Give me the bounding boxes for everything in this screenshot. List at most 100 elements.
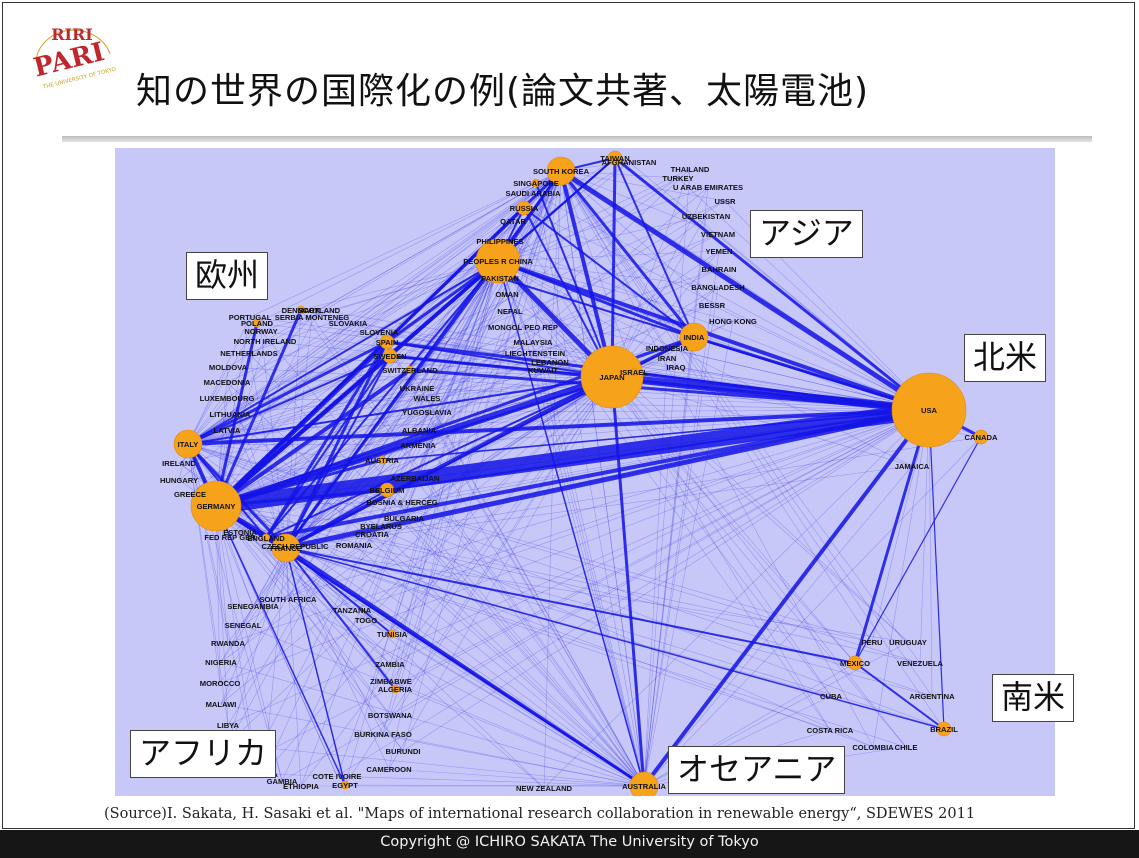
footer-bar: Copyright @ ICHIRO SAKATA The University… (0, 830, 1139, 858)
node-label-libya: LIBYA (217, 721, 240, 730)
node-label-bosnia-herceg: BOSNIA & HERCEG (366, 498, 438, 507)
node-mexico (847, 655, 863, 671)
edge-usa-brazil (928, 409, 945, 730)
background-edge (365, 376, 613, 621)
node-france (271, 533, 301, 563)
background-edge (382, 733, 645, 787)
node-label-bessr: BESSR (699, 301, 726, 310)
node-label-slovenia: SLOVENIA (360, 328, 399, 337)
background-edge (532, 170, 562, 343)
background-edge (643, 286, 719, 787)
background-edge (643, 357, 668, 787)
background-edge (187, 322, 258, 445)
background-edge (229, 376, 613, 415)
background-edge (389, 170, 562, 716)
node-label-mongol-peo-rep: MONGOL PEO REP (488, 323, 558, 332)
node-label-singapore: SINGAPORE (513, 179, 559, 188)
node-label-mexico: MEXICO (840, 659, 870, 668)
background-edge (227, 409, 930, 726)
node-label-ethiopia: ETHIOPIA (283, 782, 319, 791)
node-label-cameroon: CAMEROON (366, 765, 411, 774)
node-label-azerbaijan: AZERBAIJAN (391, 474, 440, 483)
background-edge (497, 260, 831, 731)
background-edge (300, 309, 613, 378)
node-singapore (531, 178, 541, 188)
node-label-india: INDIA (684, 333, 705, 342)
background-edge (242, 260, 499, 626)
node-label-cote-ivoire: COTE IVOIRE (313, 772, 362, 781)
background-edge (389, 409, 930, 665)
node-brazil (936, 721, 952, 737)
node-italy (173, 429, 203, 459)
background-edge (285, 547, 909, 643)
node-label-france: FRANCE (270, 544, 302, 553)
edge-usa-australia (642, 408, 931, 788)
background-edge (311, 316, 613, 378)
node-label-peru: PERU (861, 638, 883, 647)
node-peoples-r-china (475, 238, 521, 284)
edge-usa-austria (381, 409, 930, 461)
edge-usa-germany (208, 402, 937, 514)
node-label-ussr: USSR (714, 197, 736, 206)
node-label-scotland: SCOTLAND (298, 306, 341, 315)
background-edge (542, 369, 645, 787)
background-edge (416, 387, 930, 411)
node-label-argentina: ARGENTINA (909, 692, 955, 701)
node-label-belgium: BELGIUM (369, 486, 404, 495)
background-edge (256, 170, 562, 324)
node-label-morocco: MOROCCO (200, 679, 241, 688)
background-edge (281, 409, 930, 782)
background-edge (928, 409, 933, 697)
node-label-saudi-arabia: SAUDI ARABIA (506, 189, 562, 198)
node-spain (379, 334, 395, 350)
background-edge (187, 443, 221, 684)
background-edge (285, 293, 508, 549)
background-edge (285, 547, 302, 787)
node-label-nigeria: NIGERIA (205, 658, 237, 667)
background-edge (872, 409, 930, 748)
background-edge (543, 409, 930, 789)
edge-france-algeria (285, 547, 396, 690)
background-edge (220, 661, 645, 787)
background-edge (215, 505, 256, 759)
node-label-england: ENGLAND (247, 534, 285, 543)
node-label-new-zealand: NEW ZEALAND (516, 784, 573, 793)
node-label-cuba: CUBA (820, 692, 842, 701)
background-edge (215, 505, 391, 716)
background-edge (677, 177, 930, 411)
background-edge (389, 170, 562, 665)
node-canada (973, 429, 989, 445)
background-edge (560, 170, 679, 179)
node-label-austria: AUSTRIA (365, 456, 399, 465)
background-edge (285, 369, 544, 549)
background-edge (512, 220, 645, 787)
background-edge (497, 260, 832, 697)
background-edge (403, 376, 613, 519)
background-edge (263, 376, 613, 775)
background-edge (285, 436, 982, 549)
background-edge (226, 260, 499, 383)
node-label-canada: CANADA (965, 433, 998, 442)
edge-france-spain (284, 340, 389, 550)
background-edge (187, 340, 266, 445)
background-edge (509, 310, 930, 411)
background-edge (499, 240, 930, 411)
node-label-italy: ITALY (178, 440, 199, 449)
background-edge (388, 768, 645, 787)
node-label-albania: ALBANIA (402, 426, 437, 435)
region-label-asia: アジア (750, 210, 863, 258)
background-edge (311, 316, 645, 787)
edge-india-russia (523, 207, 695, 338)
background-edge (394, 409, 930, 690)
node-label-norway: NORWAY (244, 327, 277, 336)
edge-england-australia (265, 537, 645, 787)
background-edge (226, 170, 562, 399)
node-label-malaysia: MALAYSIA (514, 338, 553, 347)
background-edge (560, 170, 635, 373)
node-label-north-ireland: NORTH IRELAND (234, 337, 297, 346)
main-edges (186, 156, 983, 788)
background-edge (389, 170, 562, 357)
background-edge (426, 260, 499, 399)
